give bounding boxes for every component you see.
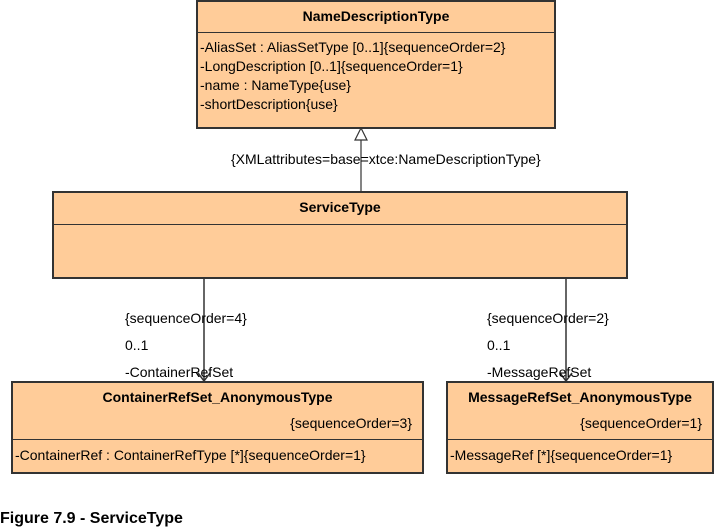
attribute-list: -AliasSet : AliasSetType [0..1]{sequence… xyxy=(200,38,505,114)
generalization-label: {XMLattributes=base=xtce:NameDescription… xyxy=(231,151,541,167)
container-assoc-multiplicity: 0..1 xyxy=(125,337,149,353)
attribute-container-ref: -ContainerRef : ContainerRefType [*]{seq… xyxy=(15,447,366,463)
attribute-long-description: -LongDescription [0..1]{sequenceOrder=1} xyxy=(200,58,463,74)
container-assoc-role: -ContainerRefSet xyxy=(125,364,234,380)
message-ref-set-class[interactable]: MessageRefSet_AnonymousType {sequenceOrd… xyxy=(446,381,714,474)
generalization-arrowhead xyxy=(354,126,368,141)
service-type-class[interactable]: ServiceType xyxy=(52,191,628,279)
message-assoc-multiplicity: 0..1 xyxy=(487,337,511,353)
class-title: MessageRefSet_AnonymousType xyxy=(468,389,692,405)
figure-caption: Figure 7.9 - ServiceType xyxy=(0,510,183,527)
class-title: ServiceType xyxy=(299,199,381,215)
class-divider xyxy=(13,439,422,440)
attribute-short-description: -shortDescription{use} xyxy=(200,96,338,112)
container-ref-set-class[interactable]: ContainerRefSet_AnonymousType {sequenceO… xyxy=(11,381,424,474)
name-description-type-class[interactable]: NameDescriptionType -AliasSet : AliasSet… xyxy=(196,0,556,129)
message-assoc-role: -MessageRefSet xyxy=(487,364,592,380)
class-title: ContainerRefSet_AnonymousType xyxy=(102,389,333,405)
class-constraint: {sequenceOrder=1} xyxy=(580,415,702,431)
class-divider xyxy=(198,32,554,33)
class-divider xyxy=(54,224,626,225)
container-assoc-order: {sequenceOrder=4} xyxy=(125,310,247,326)
attribute-message-ref: -MessageRef [*]{sequenceOrder=1} xyxy=(450,447,673,463)
attribute-name: -name : NameType{use} xyxy=(200,77,351,93)
class-title: NameDescriptionType xyxy=(302,8,450,24)
attribute-alias-set: -AliasSet : AliasSetType [0..1]{sequence… xyxy=(200,39,506,55)
message-assoc-order: {sequenceOrder=2} xyxy=(487,310,609,326)
class-constraint: {sequenceOrder=3} xyxy=(290,415,412,431)
class-divider xyxy=(448,439,712,440)
